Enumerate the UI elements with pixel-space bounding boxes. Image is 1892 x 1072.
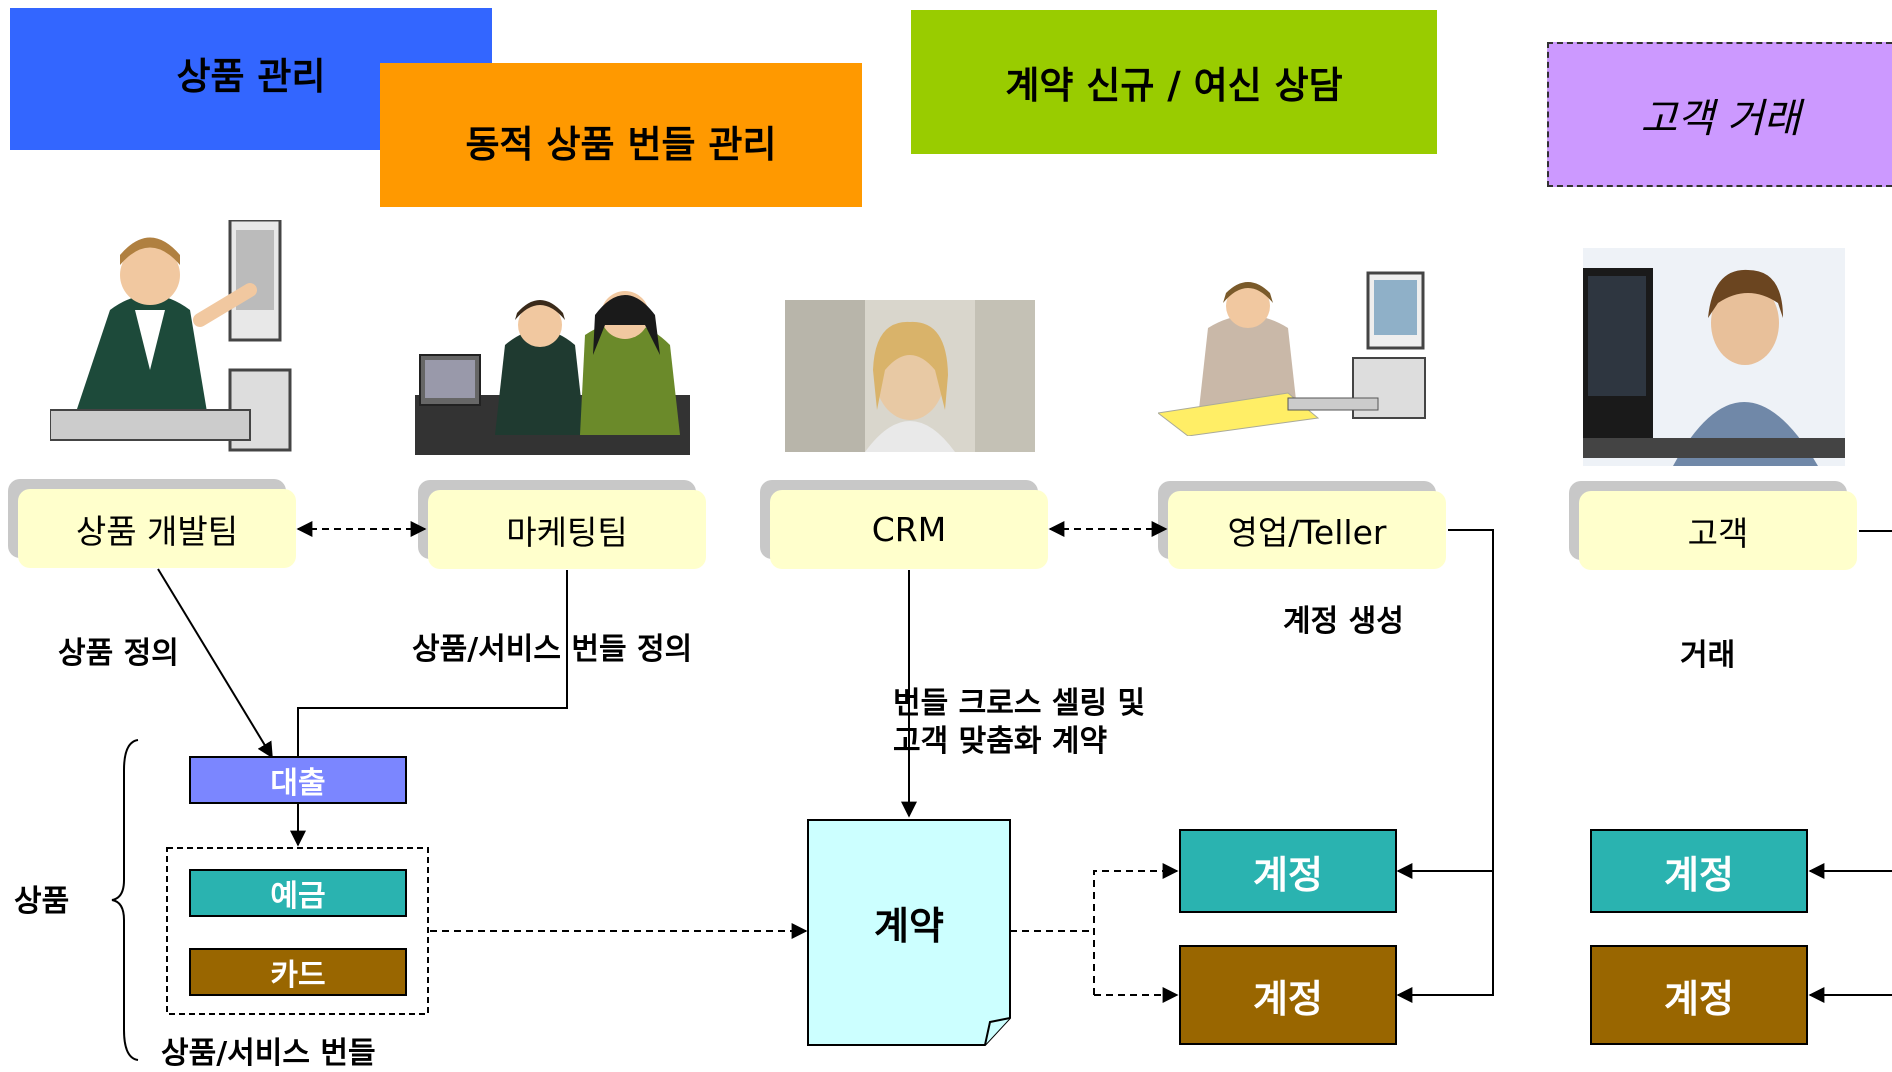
role-product-development-team[interactable]: 상품 개발팀 [18,489,296,568]
account-brown-sales[interactable]: 계정 [1179,945,1397,1045]
label-cross-selling-line2: 고객 맞춤화 계약 [893,724,1108,759]
role-marketing-team[interactable]: 마케팅팀 [428,490,706,569]
account-teal-sales[interactable]: 계정 [1179,829,1397,913]
product-loan[interactable]: 대출 [189,756,407,804]
role-crm[interactable]: CRM [770,490,1048,569]
product-card[interactable]: 카드 [189,948,407,996]
label-cross-selling-line1: 번들 크로스 셀링 및 [893,686,1146,721]
role-sales-teller[interactable]: 영업/Teller [1168,491,1446,569]
sales-teller-illustration [1158,271,1426,436]
banner-bundle-management: 동적 상품 번들 관리 [380,63,862,207]
contract-document-label[interactable]: 계약 [874,904,944,948]
label-product-service-bundle: 상품/서비스 번들 [161,1036,376,1071]
banner-customer-transaction: 고객 거래 [1547,42,1892,187]
account-brown-customer[interactable]: 계정 [1590,945,1808,1045]
label-products: 상품 [14,884,70,919]
crm-agent-photo [785,300,1035,452]
label-bundle-definition: 상품/서비스 번들 정의 [412,632,693,667]
product-developer-illustration [50,220,292,452]
label-product-definition: 상품 정의 [58,636,179,671]
banner-contract: 계약 신규 / 여신 상담 [911,10,1437,154]
role-customer[interactable]: 고객 [1579,491,1857,570]
label-transaction: 거래 [1680,638,1736,673]
customer-photo [1583,248,1845,466]
marketing-team-illustration [415,291,690,455]
product-deposit[interactable]: 예금 [189,869,407,917]
account-teal-customer[interactable]: 계정 [1590,829,1808,913]
label-account-creation: 계정 생성 [1283,604,1404,639]
